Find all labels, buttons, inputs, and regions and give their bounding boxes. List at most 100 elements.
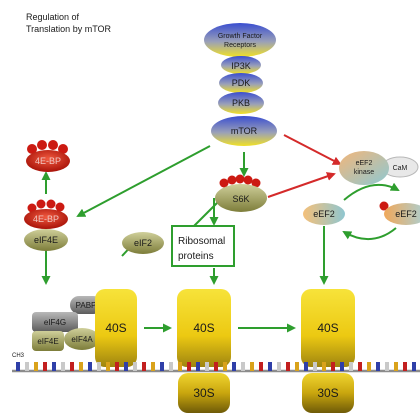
phosphate-icon (235, 174, 245, 184)
nucleotide-mark (196, 362, 200, 371)
eef2-kinase-node: CaM eEF2 kinase (339, 151, 419, 185)
arrow-eef2-phosphorylation (343, 182, 400, 201)
pabp-shape (70, 296, 102, 314)
nucleotide-mark (331, 362, 335, 371)
nucleotide-mark (340, 362, 344, 371)
nucleotide-mark (241, 362, 245, 371)
nucleotide-mark (223, 362, 227, 371)
nucleotide-mark (205, 362, 209, 371)
phosphate-icon (58, 144, 68, 154)
eef2-left-label: eEF2 (313, 209, 335, 219)
small-subunit-2-label: 40S (193, 321, 214, 335)
eif4a-shape (64, 328, 100, 350)
small-subunit-1 (95, 289, 137, 367)
nucleotide-mark (88, 362, 92, 371)
nucleotide-mark (358, 362, 362, 371)
phosphate-icon (243, 175, 253, 185)
eif2-node: eIF2 (122, 232, 164, 254)
nucleotide-mark (25, 362, 29, 371)
nucleotide-mark (250, 362, 254, 371)
growth-factor-receptors: Growth Factor Receptors (204, 23, 276, 57)
ribosome-1: 40S (95, 289, 137, 367)
nucleotide-mark (286, 362, 290, 371)
eif4e-complex-label: eIF4E (37, 337, 58, 346)
fourebp-free-label: 4E-BP (35, 156, 61, 166)
signal-arrows (41, 134, 400, 333)
title-line-1: Regulation of (26, 12, 80, 22)
pi3k-node: IP3K (221, 56, 261, 74)
nucleotide-mark (43, 362, 47, 371)
large-subunit-2 (178, 373, 230, 413)
nucleotide-mark (115, 362, 119, 371)
nucleotide-mark (70, 362, 74, 371)
nucleotide-mark (412, 362, 416, 371)
eif4e-top-node: eIF4E (24, 229, 68, 251)
nucleotide-mark (16, 362, 20, 371)
nucleotide-mark (232, 362, 236, 371)
nucleotide-mark (277, 362, 281, 371)
cam-label: CaM (393, 165, 408, 172)
nucleotide-mark (178, 362, 182, 371)
nucleotide-mark (52, 362, 56, 371)
pdk-label: PDK (232, 78, 251, 88)
initiation-complex: PABP eIF4G eIF4E eIF4A CH3 (12, 296, 102, 359)
fourebp-bound-node: 4E-BP (24, 199, 68, 229)
fourebp-bound-label: 4E-BP (33, 214, 59, 224)
nucleotide-mark (187, 362, 191, 371)
mtor-label: mTOR (231, 126, 258, 136)
nucleotide-mark (151, 362, 155, 371)
pkb-label: PKB (232, 98, 250, 108)
eif4e-complex-shape (32, 331, 64, 351)
phosphate-icon (37, 140, 47, 150)
pabp-label: PABP (76, 301, 97, 310)
nucleotide-mark (79, 362, 83, 371)
phosphate-icon (227, 175, 237, 185)
eef2-right-label: eEF2 (395, 209, 417, 219)
small-subunit-3-label: 40S (317, 321, 338, 335)
ribosomal-label-1: Ribosomal (178, 236, 225, 247)
eif4g-shape (32, 312, 78, 332)
ribosome-3: 40S 30S (301, 289, 355, 413)
eif4a-label: eIF4A (71, 335, 93, 344)
pdk-node: PDK (219, 73, 263, 93)
arrow-mtor-to-4ebp (76, 145, 211, 217)
eif4e-top-label: eIF4E (34, 235, 58, 245)
nucleotide-mark (214, 362, 218, 371)
eef2-right-node: eEF2 (379, 201, 420, 225)
cap-label: CH3 (12, 353, 25, 359)
eef2k-label-1: eEF2 (356, 160, 373, 167)
small-subunit-2 (177, 289, 231, 367)
pi3k-label: IP3K (231, 61, 251, 71)
nucleotide-mark (61, 362, 65, 371)
phosphate-icon (27, 144, 37, 154)
s6k-node: S6K (215, 174, 267, 212)
nucleotide-mark (97, 362, 101, 371)
small-subunit-1-label: 40S (105, 321, 126, 335)
phosphate-icon (251, 178, 261, 188)
nucleotide-mark (295, 362, 299, 371)
nucleotide-mark (385, 362, 389, 371)
large-subunit-3 (302, 373, 354, 413)
phosphate-icon (46, 199, 56, 209)
large-subunit-2-label: 30S (193, 386, 214, 400)
ribosome-2: 40S 30S (177, 289, 231, 413)
ribosomal-label-2: proteins (178, 251, 214, 262)
s6k-label: S6K (232, 194, 249, 204)
arrow-eef2-dephosphorylation (342, 227, 397, 240)
eef2k-label-2: kinase (354, 169, 374, 176)
receptor-label-2: Receptors (224, 42, 256, 49)
phosphate-icon (48, 140, 58, 150)
phosphate-icon (27, 203, 37, 213)
arrow-mtor-to-eef2k (283, 134, 342, 165)
nucleotide-mark (304, 362, 308, 371)
eef2-left-node: eEF2 (303, 203, 345, 225)
nucleotide-mark (124, 362, 128, 371)
mtor-node: mTOR (211, 116, 277, 146)
nucleotide-mark (349, 362, 353, 371)
nucleotide-mark (376, 362, 380, 371)
phosphate-icon (379, 201, 389, 211)
nucleotide-mark (133, 362, 137, 371)
nucleotide-mark (367, 362, 371, 371)
